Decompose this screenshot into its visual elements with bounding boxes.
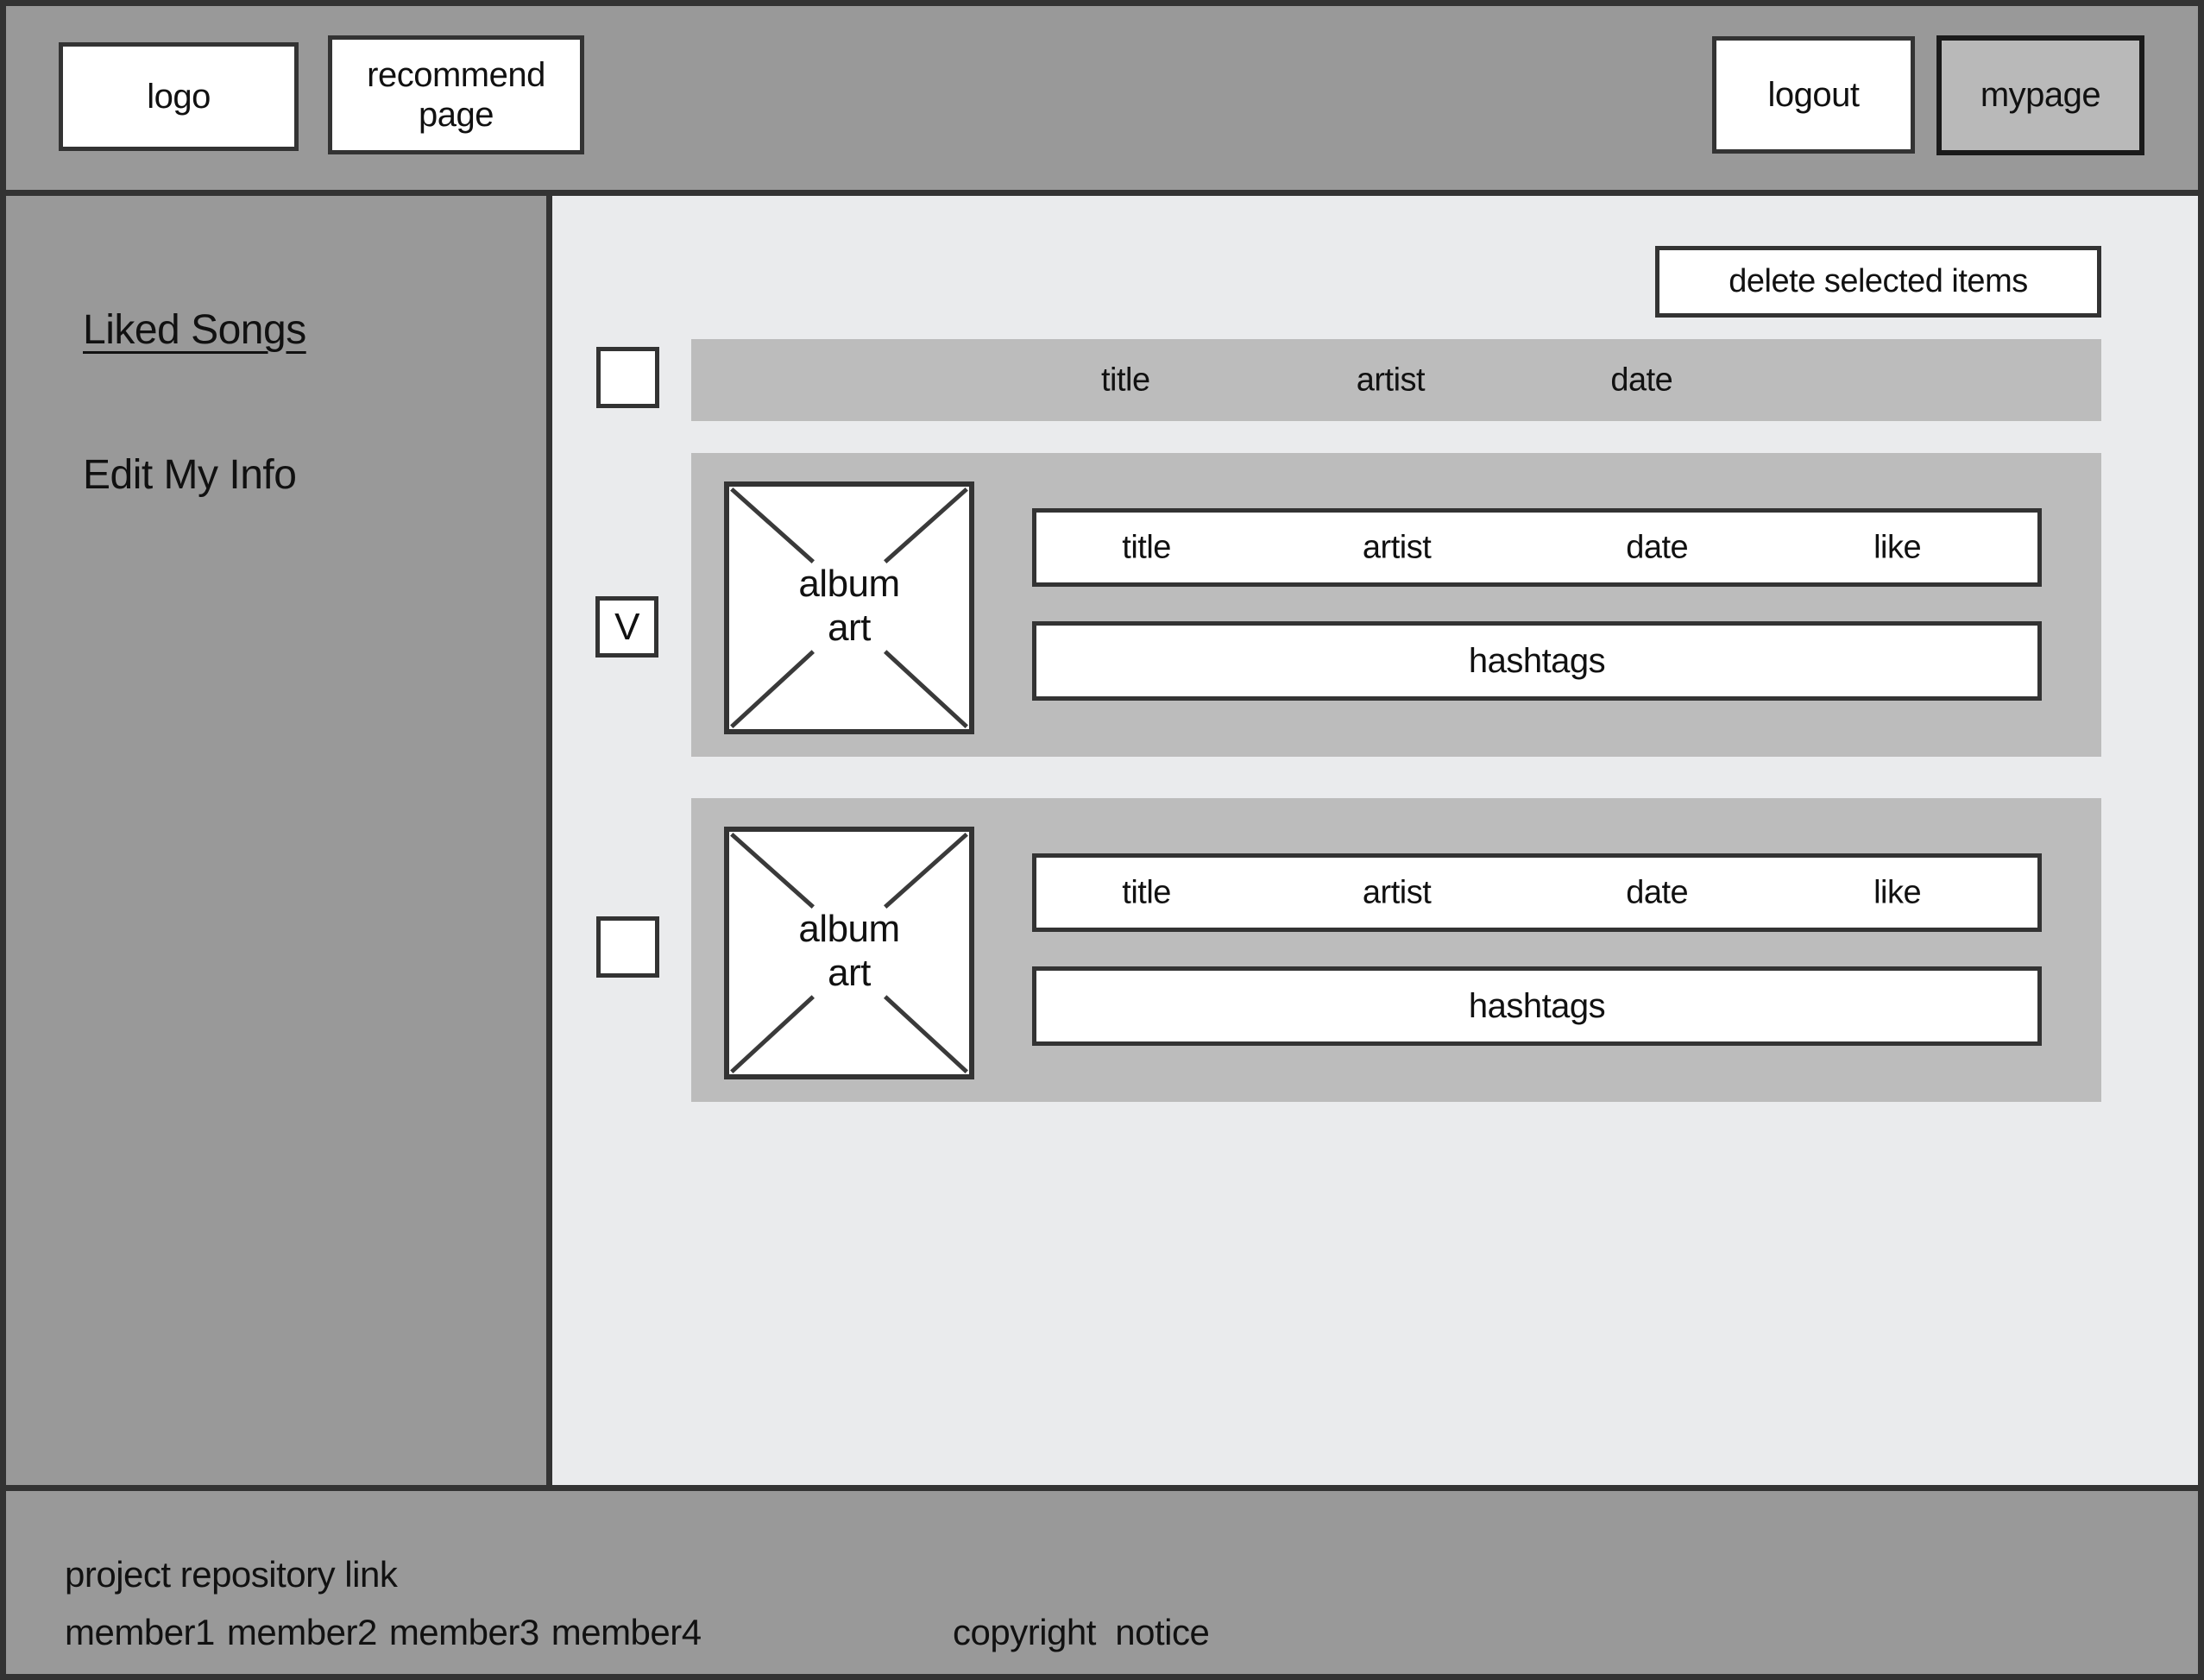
list-header-column-date: date (1610, 362, 1673, 398)
song-hashtags-row: hashtags (1032, 966, 2042, 1046)
member-link[interactable]: member1 (65, 1612, 215, 1652)
song-title: title (1122, 529, 1171, 565)
select-all-checkbox[interactable] (596, 347, 659, 408)
song-like[interactable]: like (1873, 874, 1922, 910)
song-1-checkbox[interactable]: V (595, 596, 658, 658)
recommend-page-button[interactable]: recommend page (328, 35, 584, 154)
song-hashtags-label: hashtags (1468, 641, 1606, 680)
song-like[interactable]: like (1873, 529, 1922, 565)
image-placeholder-cross-icon (729, 832, 969, 1074)
footer-members: member1 member2 member3 member4 (65, 1612, 702, 1653)
mypage-button[interactable]: mypage (1936, 35, 2144, 155)
liked-songs-panel: delete selected items title artist date … (552, 196, 2198, 1485)
song-hashtags-label: hashtags (1468, 986, 1606, 1025)
album-art-label: album art (798, 562, 900, 650)
album-art-label: album art (798, 907, 900, 995)
member-link[interactable]: member3 (388, 1612, 539, 1652)
song-item-2: album art title artist date like hashtag… (691, 798, 2101, 1102)
image-placeholder-cross-icon (729, 487, 969, 729)
member-link[interactable]: member4 (551, 1612, 702, 1652)
song-date: date (1626, 874, 1689, 910)
album-art-placeholder: album art (724, 481, 974, 734)
song-meta-row: title artist date like (1032, 853, 2042, 932)
project-repository-link[interactable]: project repository link (65, 1554, 398, 1595)
album-art-placeholder: album art (724, 827, 974, 1079)
list-header-bar: title artist date (691, 339, 2101, 421)
song-artist: artist (1362, 529, 1432, 565)
logo-button[interactable]: logo (59, 42, 299, 151)
delete-selected-items-button[interactable]: delete selected items (1655, 246, 2101, 318)
recommend-page-label: recommend page (367, 56, 545, 134)
song-title: title (1122, 874, 1171, 910)
song-2-checkbox[interactable] (596, 916, 659, 978)
copyright-notice: copyright notice (953, 1612, 1210, 1652)
sidebar: Liked Songs Edit My Info (6, 196, 552, 1485)
member-link[interactable]: member2 (226, 1612, 377, 1652)
top-navigation-bar: logo recommend page logout mypage (6, 6, 2198, 196)
song-meta-row: title artist date like (1032, 508, 2042, 587)
list-header-column-artist: artist (1356, 362, 1426, 398)
sidebar-item-liked-songs[interactable]: Liked Songs (83, 307, 306, 353)
song-artist: artist (1362, 874, 1432, 910)
logout-button[interactable]: logout (1712, 36, 1915, 154)
footer: project repository link member1 member2 … (6, 1485, 2198, 1674)
song-item-1: album art title artist date like hashtag… (691, 453, 2101, 757)
list-header-column-title: title (1100, 362, 1150, 398)
song-hashtags-row: hashtags (1032, 621, 2042, 701)
song-date: date (1626, 529, 1689, 565)
sidebar-item-edit-my-info[interactable]: Edit My Info (83, 452, 297, 498)
